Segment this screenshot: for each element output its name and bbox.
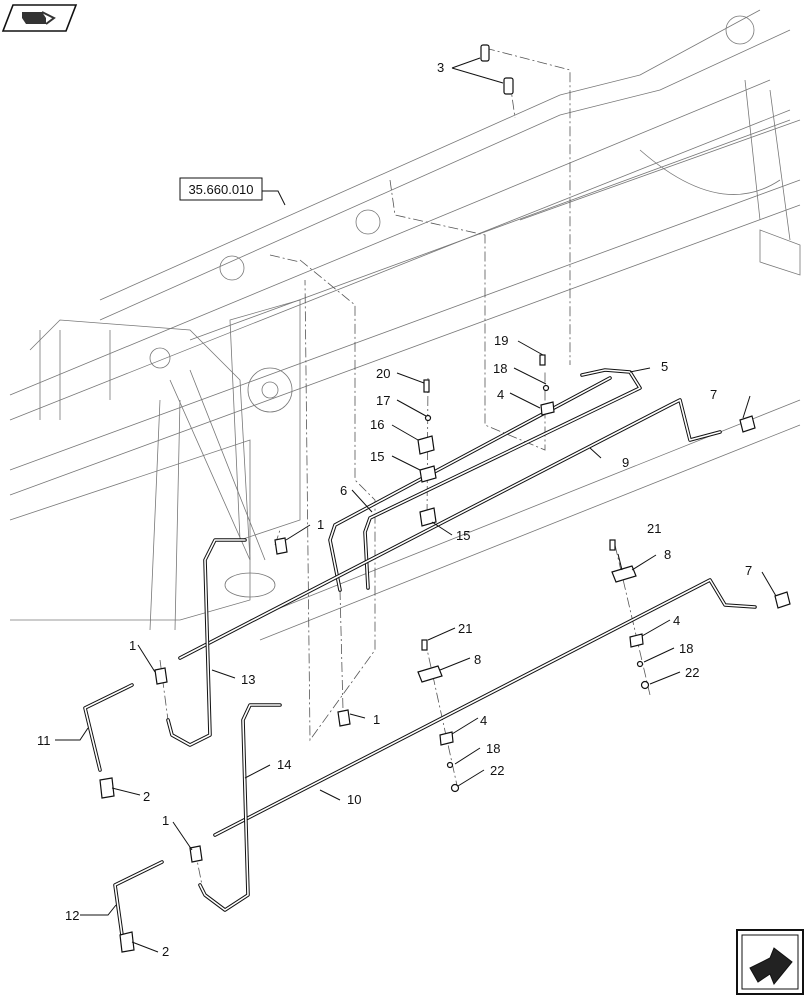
callout-c11: 11 <box>37 733 51 748</box>
hydraulic-pipes <box>83 368 757 937</box>
callout-c18c: 18 <box>486 741 500 756</box>
callout-c8a: 8 <box>664 547 671 562</box>
callout-c1c: 1 <box>373 712 380 727</box>
callout-c10: 10 <box>347 792 361 807</box>
callout-c2a: 2 <box>143 789 150 804</box>
callout-c3: 3 <box>437 60 444 75</box>
callout-c14: 14 <box>277 757 291 772</box>
callout-c1d: 1 <box>162 813 169 828</box>
navigation-arrow-icon[interactable] <box>736 929 804 995</box>
callout-c19: 19 <box>494 333 508 348</box>
callout-c18a: 18 <box>493 361 507 376</box>
callout-c20: 20 <box>376 366 390 381</box>
callout-c12: 12 <box>65 908 79 923</box>
callout-c5: 5 <box>661 359 668 374</box>
callout-c21a: 21 <box>647 521 661 536</box>
catalog-book-icon[interactable] <box>1 4 78 32</box>
callout-c15b: 15 <box>456 528 470 543</box>
callout-c1a: 1 <box>317 517 324 532</box>
callout-labels: 1 1 1 1 2 2 3 4 4 4 5 6 7 7 8 8 9 10 11 … <box>37 60 752 959</box>
callout-c21b: 21 <box>458 621 472 636</box>
callout-c6: 6 <box>340 483 347 498</box>
callout-c4a: 4 <box>497 387 504 402</box>
callout-c16: 16 <box>370 417 384 432</box>
alignment-lines <box>159 47 651 886</box>
callout-c9: 9 <box>622 455 629 470</box>
callout-c7b: 7 <box>745 563 752 578</box>
fittings <box>99 44 791 953</box>
callout-c4b: 4 <box>673 613 680 628</box>
reference-label[interactable]: 35.660.010 <box>188 182 253 197</box>
callout-c22a: 22 <box>685 665 699 680</box>
callout-c1b: 1 <box>129 638 136 653</box>
callout-c17: 17 <box>376 393 390 408</box>
machine-frame <box>9 9 801 641</box>
callout-c13: 13 <box>241 672 255 687</box>
callout-c15a: 15 <box>370 449 384 464</box>
reference-box <box>179 177 263 201</box>
callout-c7a: 7 <box>710 387 717 402</box>
callout-c2b: 2 <box>162 944 169 959</box>
callout-c4c: 4 <box>480 713 487 728</box>
callout-c22b: 22 <box>490 763 504 778</box>
callout-c18b: 18 <box>679 641 693 656</box>
callout-c8b: 8 <box>474 652 481 667</box>
